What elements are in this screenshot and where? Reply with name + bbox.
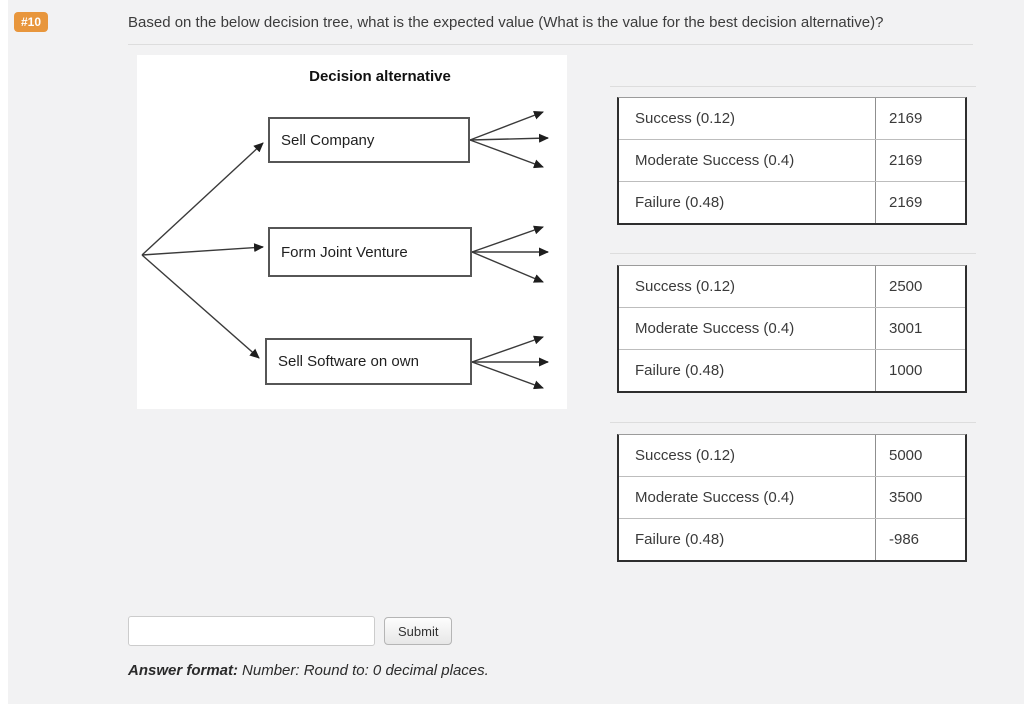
table-row: Failure (0.48) -986 — [619, 519, 965, 560]
outcome-value: 1000 — [875, 350, 965, 391]
alternative-box-sell-company: Sell Company — [268, 117, 470, 163]
outcome-label: Failure (0.48) — [635, 531, 725, 548]
answer-format-text: Number: Round to: 0 decimal places. — [242, 662, 489, 679]
outcome-label: Failure (0.48) — [635, 194, 725, 211]
outcome-value: 5000 — [875, 435, 965, 476]
outcome-label: Success (0.12) — [635, 278, 736, 295]
alternative-box-form-joint-venture: Form Joint Venture — [268, 227, 472, 277]
table-row: Moderate Success (0.4) 3001 — [619, 308, 965, 350]
outcome-value: 3001 — [875, 308, 965, 349]
outcome-value: 3500 — [875, 477, 965, 518]
alternative-label: Form Joint Venture — [281, 243, 408, 261]
outcome-table-form-joint-venture: Success (0.12) 2500 Moderate Success (0.… — [617, 265, 967, 393]
table-divider — [610, 86, 976, 87]
decision-tree-diagram: Decision alternative Sell Company Form J… — [137, 55, 567, 409]
table-row: Failure (0.48) 2169 — [619, 182, 965, 223]
outcome-value: 2169 — [875, 140, 965, 181]
submit-button[interactable]: Submit — [384, 617, 453, 645]
outcome-label: Success (0.12) — [635, 447, 736, 464]
table-divider — [610, 422, 976, 423]
table-divider — [610, 253, 976, 254]
table-row: Success (0.12) 5000 — [619, 435, 965, 477]
outcome-value: -986 — [875, 519, 965, 560]
decision-tree-arrows — [141, 111, 549, 390]
table-row: Failure (0.48) 1000 — [619, 350, 965, 391]
outcome-table-sell-software-on-own: Success (0.12) 5000 Moderate Success (0.… — [617, 434, 967, 562]
outcome-table-sell-company: Success (0.12) 2169 Moderate Success (0.… — [617, 97, 967, 225]
alternative-label: Sell Software on own — [278, 353, 419, 370]
question-text: Based on the below decision tree, what i… — [128, 14, 884, 31]
table-row: Success (0.12) 2500 — [619, 266, 965, 308]
alternative-label: Sell Company — [281, 131, 375, 149]
outcome-label: Failure (0.48) — [635, 362, 725, 379]
question-divider — [128, 44, 973, 45]
outcome-value: 2500 — [875, 266, 965, 307]
alternative-box-sell-software-on-own: Sell Software on own — [265, 338, 472, 385]
outcome-label: Moderate Success (0.4) — [635, 489, 795, 506]
table-row: Success (0.12) 2169 — [619, 98, 965, 140]
outcome-label: Moderate Success (0.4) — [635, 320, 795, 337]
answer-format-note: Answer format:Number: Round to: 0 decima… — [128, 662, 489, 679]
table-row: Moderate Success (0.4) 3500 — [619, 477, 965, 519]
diagram-title: Decision alternative — [309, 68, 451, 85]
table-row: Moderate Success (0.4) 2169 — [619, 140, 965, 182]
answer-format-label: Answer format: — [128, 662, 239, 679]
outcome-label: Success (0.12) — [635, 110, 736, 127]
answer-input[interactable] — [128, 616, 375, 646]
outcome-value: 2169 — [875, 182, 965, 223]
outcome-value: 2169 — [875, 98, 965, 139]
question-number-badge: #10 — [14, 12, 49, 32]
outcome-label: Moderate Success (0.4) — [635, 152, 795, 169]
